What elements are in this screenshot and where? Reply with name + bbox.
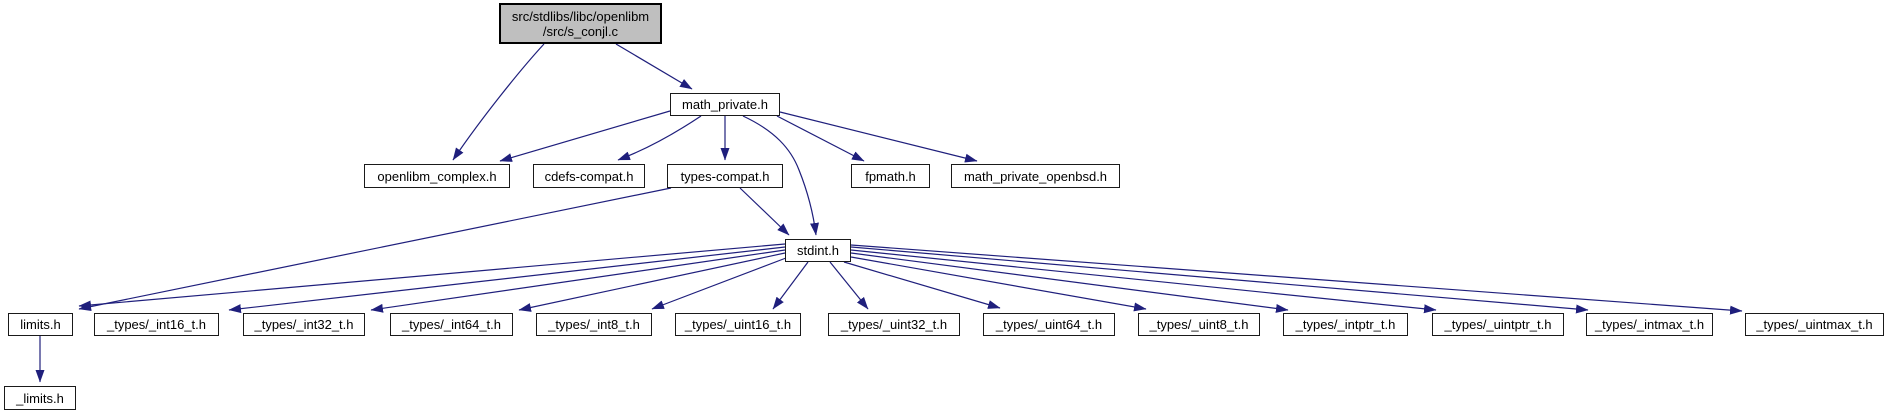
node-limits2-h[interactable]: _limits.h [4,386,76,410]
edge-stdint-h-to-types-uint64-t-h [843,261,1001,309]
edge-stdint-h-to-types-uint16-t-h [772,261,809,310]
node-types-uintptr-t-h[interactable]: _types/_uintptr_t.h [1432,313,1564,336]
edge-types-compat-h-to-stdint-h [739,187,790,236]
edge-math-private-h-to-stdint-h [742,115,819,236]
node-types-intptr-t-h[interactable]: _types/_intptr_t.h [1283,313,1408,336]
node-fpmath-h[interactable]: fpmath.h [851,164,930,188]
node-types-uint32-t-h[interactable]: _types/_uint32_t.h [828,313,960,336]
edge-stdint-h-to-types-uint32-t-h [829,261,869,310]
edge-math-private-h-to-fpmath-h [776,115,865,162]
edge-math-private-h-to-openlibm-complex-h [499,110,671,162]
node-types-uintmax-t-h[interactable]: _types/_uintmax_t.h [1745,313,1884,336]
edge-types-compat-h-to-limits-h [78,187,672,312]
node-types-int8-t-h[interactable]: _types/_int8_t.h [536,313,652,336]
edge-stdint-h-to-types-int8-t-h [651,257,787,310]
edge-stdint-h-to-types-intmax-t-h [850,246,1589,314]
edge-math-private-h-to-math-private-openbsd-h [779,111,978,163]
edge-stdint-h-to-types-int64-t-h [518,252,786,312]
edge-src-s-conjl-c-to-math-private-h [615,43,693,90]
node-math-private-h[interactable]: math_private.h [670,93,780,116]
edge-stdint-h-to-limits-h [78,243,786,310]
edge-stdint-h-to-types-intptr-t-h [850,252,1289,313]
edge-src-s-conjl-c-to-openlibm-complex-h [452,43,545,161]
edge-stdint-h-to-types-int16-t-h [228,246,786,314]
node-types-compat-h[interactable]: types-compat.h [667,164,783,188]
edge-stdint-h-to-types-uintptr-t-h [850,249,1437,314]
node-types-int32-t-h[interactable]: _types/_int32_t.h [243,313,365,336]
node-types-uint64-t-h[interactable]: _types/_uint64_t.h [983,313,1115,336]
edge-math-private-h-to-cdefs-compat-h [617,115,702,161]
node-types-intmax-t-h[interactable]: _types/_intmax_t.h [1586,313,1713,336]
node-stdint-h[interactable]: stdint.h [785,239,851,262]
node-types-uint8-t-h[interactable]: _types/_uint8_t.h [1138,313,1260,336]
edge-stdint-h-to-types-uint8-t-h [850,256,1147,312]
node-math-private-openbsd-h[interactable]: math_private_openbsd.h [951,164,1120,188]
node-src-s-conjl-c: src/stdlibs/libc/openlibm /src/s_conjl.c [499,3,662,44]
node-cdefs-compat-h[interactable]: cdefs-compat.h [533,164,645,188]
node-openlibm-complex-h[interactable]: openlibm_complex.h [364,164,510,188]
edge-stdint-h-to-types-int32-t-h [370,249,786,313]
node-types-uint16-t-h[interactable]: _types/_uint16_t.h [675,313,801,336]
node-limits-h[interactable]: limits.h [8,313,73,336]
node-types-int16-t-h[interactable]: _types/_int16_t.h [94,313,219,336]
edge-stdint-h-to-types-uintmax-t-h [850,244,1743,315]
node-types-int64-t-h[interactable]: _types/_int64_t.h [390,313,513,336]
